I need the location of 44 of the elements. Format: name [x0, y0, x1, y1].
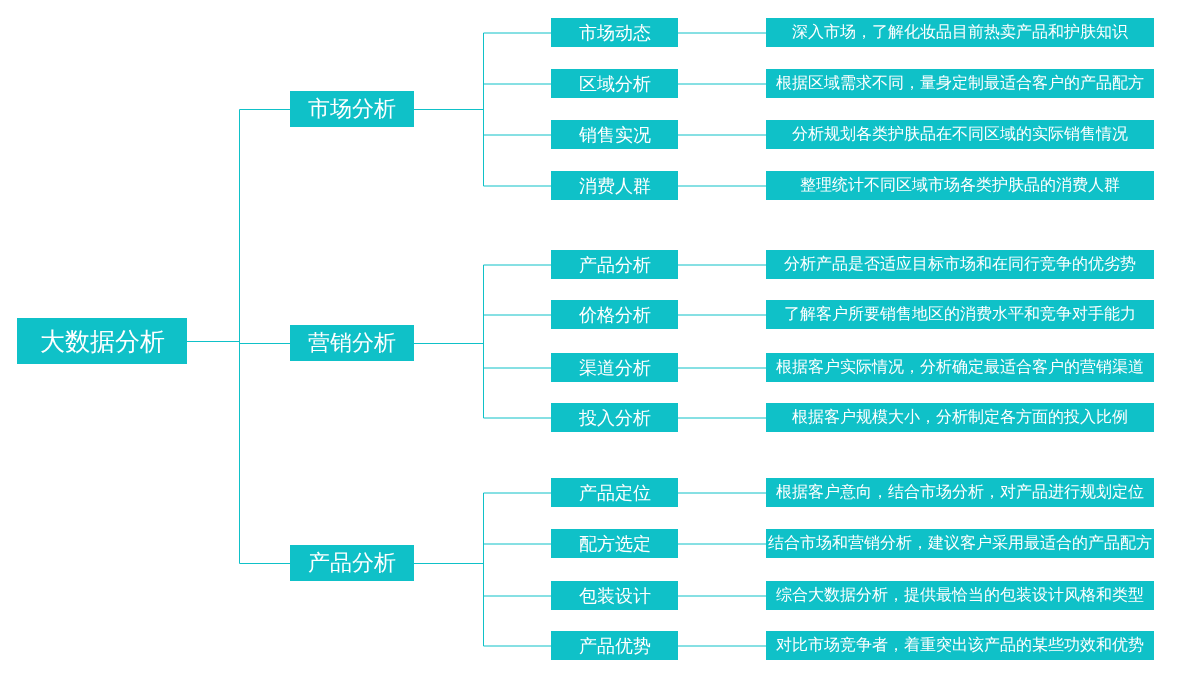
connector-line: [677, 314, 767, 316]
description-box: 根据客户意向，结合市场分析，对产品进行规划定位: [766, 478, 1154, 507]
connector-line: [677, 543, 767, 545]
description-box: 了解客户所要销售地区的消费水平和竞争对手能力: [766, 300, 1154, 329]
description-box: 综合大数据分析，提供最恰当的包装设计风格和类型: [766, 581, 1154, 610]
category-box: 营销分析: [290, 325, 414, 361]
topic-box: 消费人群: [551, 171, 678, 200]
description-box: 根据区域需求不同，量身定制最适合客户的产品配方: [766, 69, 1154, 98]
description-box: 分析产品是否适应目标市场和在同行竞争的优劣势: [766, 250, 1154, 279]
category-box: 市场分析: [290, 91, 414, 127]
description-box: 分析规划各类护肤品在不同区域的实际销售情况: [766, 120, 1154, 149]
root-box: 大数据分析: [17, 318, 187, 364]
topic-box: 投入分析: [551, 403, 678, 432]
connector-line: [677, 492, 767, 494]
connector-line: [677, 645, 767, 647]
topic-box: 产品优势: [551, 631, 678, 660]
connector-line: [677, 83, 767, 85]
connector-line: [677, 595, 767, 597]
connector-line: [677, 264, 767, 266]
connector-line: [677, 185, 767, 187]
description-box: 深入市场，了解化妆品目前热卖产品和护肤知识: [766, 18, 1154, 47]
topic-box: 市场动态: [551, 18, 678, 47]
connector-line: [677, 417, 767, 419]
topic-box: 产品分析: [551, 250, 678, 279]
topic-box: 渠道分析: [551, 353, 678, 382]
category-box: 产品分析: [290, 545, 414, 581]
connector-line: [677, 367, 767, 369]
topic-box: 配方选定: [551, 529, 678, 558]
connector-line: [677, 32, 767, 34]
connector-line: [677, 134, 767, 136]
description-box: 根据客户规模大小，分析制定各方面的投入比例: [766, 403, 1154, 432]
connector-line: [413, 563, 552, 647]
description-box: 对比市场竞争者，着重突出该产品的某些功效和优势: [766, 631, 1154, 660]
description-box: 整理统计不同区域市场各类护肤品的消费人群: [766, 171, 1154, 200]
description-box: 根据客户实际情况，分析确定最适合客户的营销渠道: [766, 353, 1154, 382]
connector-line: [413, 109, 552, 187]
topic-box: 包装设计: [551, 581, 678, 610]
description-box: 结合市场和营销分析，建议客户采用最适合的产品配方: [766, 529, 1154, 558]
topic-box: 区域分析: [551, 69, 678, 98]
topic-box: 价格分析: [551, 300, 678, 329]
topic-box: 产品定位: [551, 478, 678, 507]
connector-line: [413, 343, 552, 419]
topic-box: 销售实况: [551, 120, 678, 149]
connector-line: [186, 341, 291, 564]
